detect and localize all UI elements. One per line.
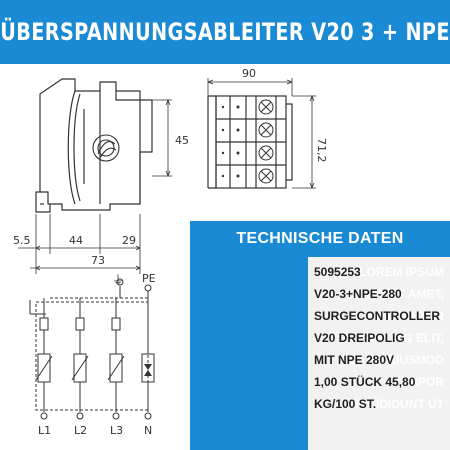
title-banner: ÜBERSPANNUNGSABLEITER V20 3 + NPE	[0, 0, 450, 64]
page-title: ÜBERSPANNUNGSABLEITER V20 3 + NPE	[0, 18, 450, 46]
terminal-label-l1: L1	[38, 424, 51, 437]
circuit-schematic: ⏚ PE L1 L2 L3 N	[29, 272, 156, 437]
spec-value: KG/100 ST.	[314, 397, 377, 411]
dim-width-90: 90	[242, 67, 256, 80]
spec-value: V20 DREIPOLIG	[314, 331, 405, 345]
spec-label: SED DO EIUSMOD	[338, 353, 444, 367]
spec-value: 5095253	[314, 265, 361, 279]
ground-symbol: ⏚	[112, 273, 124, 287]
dim-height-71-2: 71,2	[315, 138, 328, 163]
spec-value: V20-3+NPE-280	[314, 287, 402, 301]
dim-height-45: 45	[175, 134, 189, 147]
terminal-label-n: N	[144, 424, 152, 437]
technical-data-heading: TECHNISCHE DATEN	[236, 230, 404, 247]
spec-label: DOLOR SIT AMET,	[339, 287, 444, 301]
pe-label: PE	[142, 272, 156, 285]
spec-value: SURGECONTROLLER	[314, 309, 440, 323]
spec-label: ADIPISCING ELIT,	[342, 331, 444, 345]
spec-label: TEMPOR	[392, 375, 444, 389]
terminal-label-l3: L3	[110, 424, 123, 437]
spec-value: 1,00 STÜCK 45,80	[314, 375, 416, 389]
dim-44: 44	[69, 234, 83, 247]
side-view-drawing: 45 5.5 44 29 73	[13, 78, 189, 274]
dim-total-73: 73	[91, 254, 105, 267]
terminal-label-l2: L2	[74, 424, 87, 437]
technical-data-panel: TECHNISCHE DATEN LOREM IPSUM 5095253 DOL…	[190, 221, 450, 450]
technical-data-heading-bar: TECHNISCHE DATEN	[190, 221, 450, 257]
spec-label-column	[190, 257, 308, 450]
dim-29: 29	[122, 234, 136, 247]
spec-label: LOREM IPSUM	[359, 265, 444, 279]
spec-value: MIT NPE 280V	[314, 353, 395, 367]
spec-label: CONSECTETUR	[352, 309, 444, 323]
spec-label: INCIDIDUNT UT	[355, 397, 444, 411]
spec-table: LOREM IPSUM 5095253 DOLOR SIT AMET, V20-…	[190, 257, 450, 450]
front-view-drawing: 90 71,2	[207, 67, 328, 190]
dim-offset-5-5: 5.5	[13, 234, 31, 247]
